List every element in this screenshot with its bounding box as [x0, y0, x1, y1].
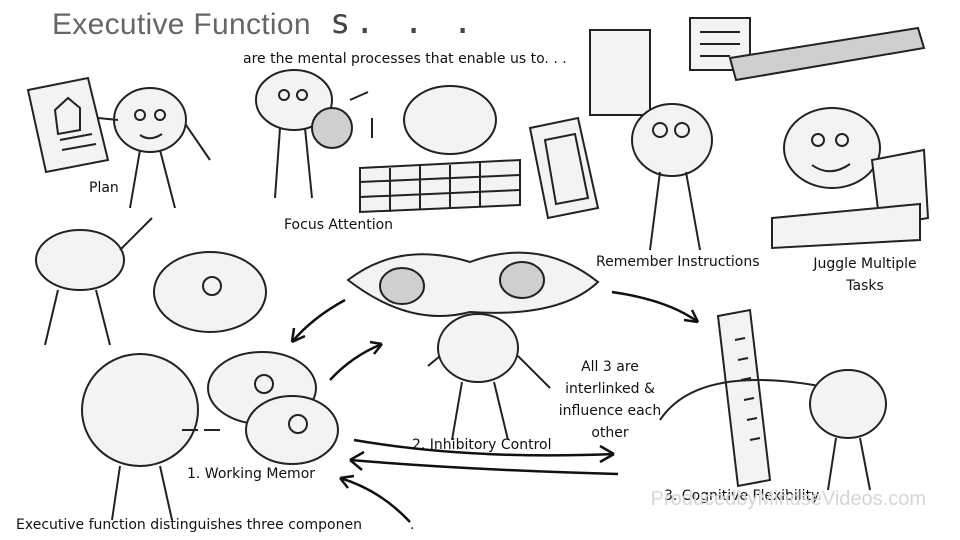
label-juggle-line1: Juggle Multiple	[813, 256, 917, 272]
label-inhibitory-control: 2. Inhibitory Control	[412, 437, 552, 453]
label-interlinked-line4: other	[591, 425, 629, 441]
arrow-icon	[290, 290, 700, 523]
label-remember-instructions: Remember Instructions	[596, 254, 760, 270]
label-plan: Plan	[89, 180, 119, 196]
brain-character-icon	[81, 353, 220, 521]
label-interlinked-line3: influence each	[558, 403, 662, 419]
brain-character-icon	[35, 217, 153, 346]
paint-bucket-icon	[728, 26, 930, 250]
label-interlinked-line1: All 3 are	[581, 359, 639, 375]
brain-character-icon	[631, 103, 713, 251]
ladder-icon	[659, 308, 887, 491]
brain-character-icon	[97, 87, 211, 209]
page-subtitle: are the mental processes that enable us …	[243, 51, 567, 67]
globe-icon	[255, 69, 369, 199]
label-juggle-line2: Tasks	[846, 278, 884, 294]
brain-character-icon	[346, 251, 600, 441]
watermark: ProducedbyMindseVideos.com	[650, 488, 926, 510]
label-interlinked-note: All 3 are interlinked & influence each o…	[548, 356, 672, 444]
lightbulb-icon	[153, 251, 339, 465]
label-juggle-multiple-tasks: Juggle Multiple Tasks	[798, 253, 932, 297]
label-focus-attention: Focus Attention	[284, 217, 394, 233]
footer-caption: Executive function distinguishes three c…	[16, 517, 362, 533]
label-interlinked-line2: interlinked &	[565, 381, 655, 397]
footer-caption-tail: .	[410, 517, 415, 533]
brick-wall-icon	[359, 85, 521, 214]
page-title: Executive Function	[52, 8, 311, 41]
blueprint-icon	[26, 76, 110, 174]
label-cognitive-flexibility: 3. Cognitive Flexibility	[664, 488, 820, 504]
page-title-tail: s. . .	[330, 2, 477, 42]
label-working-memory: 1. Working Memor	[187, 466, 316, 482]
